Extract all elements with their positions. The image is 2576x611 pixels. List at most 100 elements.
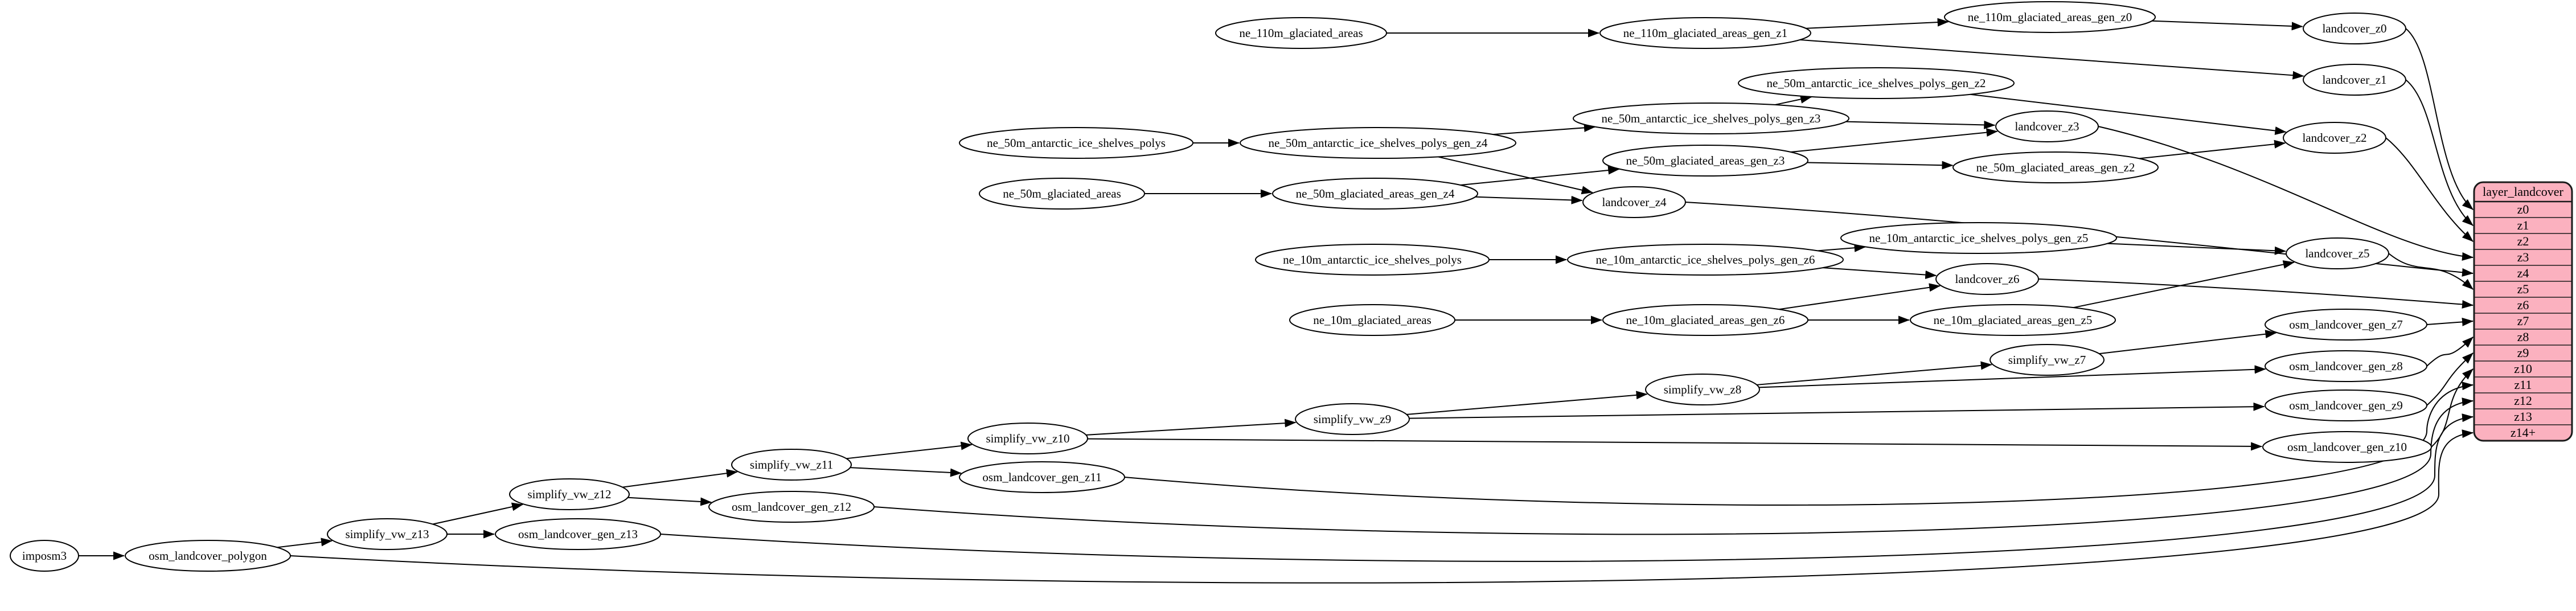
node-osm_landcover_gen_z7: osm_landcover_gen_z7 — [2265, 309, 2427, 341]
edge-ne_50m_antarctic_ice_shelves_polys_gen_z3-to-ne_50m_antarctic_ice_shelves_polys_gen_z2 — [1774, 95, 1812, 106]
node-ellipse-osm_landcover_gen_z9 — [2265, 389, 2427, 421]
node-ellipse-ne_50m_glaciated_areas — [979, 178, 1145, 210]
node-ne_50m_antarctic_ice_shelves_polys: ne_50m_antarctic_ice_shelves_polys — [959, 127, 1193, 159]
table-row-z3: z3 — [2517, 250, 2529, 264]
node-label-osm_landcover_gen_z8: osm_landcover_gen_z8 — [2289, 359, 2402, 373]
node-ellipse-ne_10m_antarctic_ice_shelves_polys — [1255, 244, 1490, 276]
table-row-z11: z11 — [2515, 378, 2532, 392]
node-ellipse-ne_110m_glaciated_areas_gen_z0 — [1944, 1, 2156, 33]
node-ellipse-ne_50m_antarctic_ice_shelves_polys_gen_z3 — [1573, 102, 1849, 134]
edge-simplify_vw_z12-to-simplify_vw_z11 — [622, 469, 738, 488]
node-ellipse-ne_10m_glaciated_areas_gen_z5 — [1910, 304, 2116, 336]
edge-osm_landcover_gen_z10-to-z10 — [2431, 368, 2474, 448]
node-osm_landcover_gen_z12: osm_landcover_gen_z12 — [708, 491, 875, 523]
node-ne_10m_glaciated_areas_gen_z5: ne_10m_glaciated_areas_gen_z5 — [1910, 304, 2116, 336]
node-label-landcover_z1: landcover_z1 — [2322, 73, 2386, 87]
edge-ne_50m_glaciated_areas_gen_z4-to-landcover_z4 — [1475, 195, 1583, 204]
node-label-ne_10m_glaciated_areas_gen_z5: ne_10m_glaciated_areas_gen_z5 — [1934, 313, 2093, 327]
node-landcover_z5: landcover_z5 — [2286, 237, 2389, 269]
node-simplify_vw_z9: simplify_vw_z9 — [1295, 403, 1410, 435]
node-label-simplify_vw_z10: simplify_vw_z10 — [986, 432, 1070, 445]
node-label-ne_10m_glaciated_areas: ne_10m_glaciated_areas — [1313, 313, 1431, 327]
node-landcover_z1: landcover_z1 — [2303, 64, 2406, 96]
node-label-landcover_z4: landcover_z4 — [1602, 195, 1667, 209]
node-ellipse-simplify_vw_z10 — [967, 423, 1088, 454]
edge-osm_landcover_gen_z12-to-z12 — [873, 397, 2474, 535]
edge-osm_landcover_polygon-to-z14+ — [290, 429, 2474, 584]
edge-ne_50m_glaciated_areas_gen_z4-to-ne_50m_glaciated_areas_gen_z3 — [1460, 166, 1620, 186]
table-row-z12: z12 — [2514, 393, 2532, 408]
node-ellipse-imposm3 — [10, 540, 79, 572]
edge-osm_landcover_gen_z7-to-z7 — [2426, 317, 2474, 326]
edge-ne_50m_glaciated_areas_gen_z3-to-landcover_z3 — [1790, 128, 1998, 153]
edge-landcover_z5-to-z5 — [2388, 253, 2474, 290]
node-ellipse-ne_110m_glaciated_areas_gen_z1 — [1599, 17, 1811, 49]
node-ne_50m_glaciated_areas_gen_z4: ne_50m_glaciated_areas_gen_z4 — [1272, 178, 1478, 210]
node-ellipse-simplify_vw_z12 — [509, 478, 630, 510]
node-ellipse-simplify_vw_z9 — [1295, 403, 1410, 435]
node-label-ne_50m_glaciated_areas_gen_z3: ne_50m_glaciated_areas_gen_z3 — [1626, 154, 1785, 167]
node-ellipse-ne_50m_glaciated_areas_gen_z2 — [1952, 151, 2159, 183]
edge-ne_10m_glaciated_areas_gen_z6-to-landcover_z6 — [1779, 283, 1941, 310]
edge-simplify_vw_z9-to-osm_landcover_gen_z9 — [1409, 402, 2265, 419]
node-ne_50m_antarctic_ice_shelves_polys_gen_z3: ne_50m_antarctic_ice_shelves_polys_gen_z… — [1573, 102, 1849, 134]
node-landcover_z2: landcover_z2 — [2283, 122, 2386, 154]
node-ellipse-osm_landcover_gen_z12 — [708, 491, 875, 523]
node-simplify_vw_z8: simplify_vw_z8 — [1645, 374, 1760, 405]
table-row-z13: z13 — [2514, 409, 2532, 424]
node-ne_10m_antarctic_ice_shelves_polys_gen_z6: ne_10m_antarctic_ice_shelves_polys_gen_z… — [1567, 244, 1844, 276]
node-landcover_z4: landcover_z4 — [1582, 186, 1686, 218]
node-ne_50m_glaciated_areas_gen_z3: ne_50m_glaciated_areas_gen_z3 — [1602, 145, 1808, 177]
node-label-simplify_vw_z7: simplify_vw_z7 — [2008, 353, 2086, 367]
node-ellipse-ne_50m_antarctic_ice_shelves_polys — [959, 127, 1193, 159]
node-ellipse-landcover_z5 — [2286, 237, 2389, 269]
node-ne_10m_antarctic_ice_shelves_polys: ne_10m_antarctic_ice_shelves_polys — [1255, 244, 1490, 276]
node-landcover_z3: landcover_z3 — [1995, 110, 2099, 142]
edge-osm_landcover_gen_z8-to-z8 — [2426, 337, 2474, 367]
node-label-landcover_z3: landcover_z3 — [2015, 120, 2079, 133]
node-label-ne_10m_antarctic_ice_shelves_polys_gen_z6: ne_10m_antarctic_ice_shelves_polys_gen_z… — [1596, 253, 1815, 266]
node-ne_110m_glaciated_areas_gen_z0: ne_110m_glaciated_areas_gen_z0 — [1944, 1, 2156, 33]
node-label-ne_50m_glaciated_areas: ne_50m_glaciated_areas — [1003, 187, 1121, 200]
node-osm_landcover_gen_z11: osm_landcover_gen_z11 — [959, 461, 1125, 493]
node-label-ne_50m_antarctic_ice_shelves_polys: ne_50m_antarctic_ice_shelves_polys — [987, 136, 1166, 150]
node-ellipse-osm_landcover_gen_z10 — [2262, 431, 2432, 463]
node-label-ne_10m_glaciated_areas_gen_z6: ne_10m_glaciated_areas_gen_z6 — [1626, 313, 1785, 327]
edge-ne_50m_glaciated_areas_gen_z3-to-ne_50m_glaciated_areas_gen_z2 — [1807, 161, 1954, 170]
table-row-z8: z8 — [2517, 330, 2529, 344]
table-row-z5: z5 — [2517, 282, 2529, 296]
edge-ne_10m_glaciated_areas_gen_z5-to-landcover_z5 — [2073, 260, 2295, 309]
node-label-ne_50m_glaciated_areas_gen_z2: ne_50m_glaciated_areas_gen_z2 — [1976, 161, 2135, 174]
edge-ne_110m_glaciated_areas_gen_z1-to-landcover_z1 — [1799, 39, 2304, 80]
node-ellipse-osm_landcover_gen_z11 — [959, 461, 1125, 493]
table-row-z4: z4 — [2517, 266, 2529, 280]
node-label-simplify_vw_z12: simplify_vw_z12 — [528, 487, 612, 501]
edge-osm_landcover_gen_z11-to-z11 — [1124, 382, 2474, 506]
node-ellipse-landcover_z2 — [2283, 122, 2386, 154]
edge-landcover_z3-to-z3 — [2098, 126, 2474, 261]
node-ne_50m_antarctic_ice_shelves_polys_gen_z4: ne_50m_antarctic_ice_shelves_polys_gen_z… — [1240, 127, 1516, 159]
node-label-ne_110m_glaciated_areas_gen_z1: ne_110m_glaciated_areas_gen_z1 — [1623, 26, 1787, 40]
node-label-ne_10m_antarctic_ice_shelves_polys_gen_z5: ne_10m_antarctic_ice_shelves_polys_gen_z… — [1869, 231, 2089, 245]
node-ellipse-ne_10m_antarctic_ice_shelves_polys_gen_z5 — [1840, 222, 2117, 254]
node-label-ne_110m_glaciated_areas: ne_110m_glaciated_areas — [1239, 26, 1363, 40]
node-label-ne_10m_antarctic_ice_shelves_polys: ne_10m_antarctic_ice_shelves_polys — [1283, 253, 1462, 266]
node-label-simplify_vw_z8: simplify_vw_z8 — [1664, 383, 1742, 396]
node-ellipse-landcover_z0 — [2303, 13, 2406, 44]
node-label-ne_110m_glaciated_areas_gen_z0: ne_110m_glaciated_areas_gen_z0 — [1968, 10, 2132, 24]
node-ne_50m_antarctic_ice_shelves_polys_gen_z2: ne_50m_antarctic_ice_shelves_polys_gen_z… — [1738, 67, 2015, 99]
table-row-z2: z2 — [2517, 234, 2529, 248]
node-ne_10m_antarctic_ice_shelves_polys_gen_z5: ne_10m_antarctic_ice_shelves_polys_gen_z… — [1840, 222, 2117, 254]
node-ellipse-landcover_z3 — [1995, 110, 2099, 142]
table-row-z1: z1 — [2517, 218, 2529, 232]
node-simplify_vw_z7: simplify_vw_z7 — [1990, 344, 2105, 376]
node-label-simplify_vw_z11: simplify_vw_z11 — [750, 458, 833, 471]
edge-simplify_vw_z10-to-osm_landcover_gen_z10 — [1087, 438, 2263, 451]
edge-ne_50m_antarctic_ice_shelves_polys_gen_z2-to-landcover_z2 — [1970, 93, 2287, 135]
node-label-osm_landcover_gen_z10: osm_landcover_gen_z10 — [2287, 440, 2407, 454]
node-label-imposm3: imposm3 — [22, 549, 67, 563]
node-osm_landcover_gen_z9: osm_landcover_gen_z9 — [2265, 389, 2427, 421]
node-ellipse-ne_50m_glaciated_areas_gen_z4 — [1272, 178, 1478, 210]
node-ellipse-simplify_vw_z13 — [327, 518, 448, 550]
